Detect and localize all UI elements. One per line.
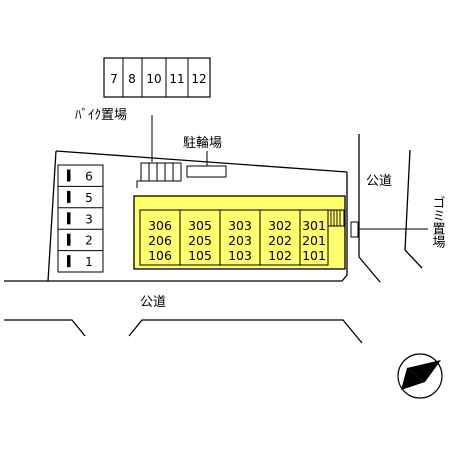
road-right — [358, 134, 423, 283]
unit-number: 305 — [188, 218, 212, 233]
building: 306 206 106 305 205 105 303 203 103 302 … — [133, 195, 346, 270]
site-boundary-bottom-right — [4, 172, 348, 282]
bike-parking-label: ﾊﾞｲｸ置場 — [75, 108, 127, 123]
bicycle-rack — [186, 165, 227, 178]
bike-rack — [140, 162, 182, 182]
bike-parking-area: 7 8 10 11 12 — [103, 57, 211, 98]
unit-number: 203 — [228, 233, 252, 248]
public-road-right-label: 公道 — [366, 174, 392, 189]
unit-number: 105 — [188, 248, 212, 263]
parking-marker — [67, 190, 71, 203]
unit-column: 302 202 102 — [259, 209, 301, 266]
unit-number: 206 — [148, 233, 172, 248]
unit-number: 303 — [228, 218, 252, 233]
unit-column: 306 206 106 — [139, 209, 181, 266]
unit-column: 301 201 101 — [299, 209, 329, 266]
garbage-bin — [350, 221, 359, 238]
unit-number: 103 — [228, 248, 252, 263]
bike-slot-label: 12 — [191, 72, 206, 86]
parking-space-number: 2 — [85, 234, 93, 248]
parking-space-number: 6 — [85, 170, 93, 184]
parking-space-number: 1 — [85, 255, 93, 269]
parking-marker — [67, 255, 71, 268]
unit-number: 101 — [302, 248, 326, 263]
site-boundary — [4, 150, 348, 282]
bike-slot-label: 10 — [146, 72, 161, 86]
bike-slot-label: 8 — [128, 72, 136, 86]
door-swing — [136, 180, 143, 188]
unit-number: 201 — [302, 233, 326, 248]
parking-space-number: 3 — [85, 212, 93, 226]
bike-parking-box — [103, 57, 211, 98]
bicycle-parking-label: 駐輪場 — [183, 135, 222, 151]
building-outline — [133, 195, 346, 270]
unit-number: 106 — [148, 248, 172, 263]
unit-number: 102 — [268, 248, 292, 263]
bike-slot-label: 11 — [169, 72, 184, 86]
parking-space-number: 5 — [85, 191, 93, 205]
bike-slot-label: 7 — [110, 72, 118, 86]
road-bottom — [4, 319, 363, 344]
unit-column: 303 203 103 — [219, 209, 261, 266]
parking-marker — [67, 212, 71, 225]
unit-number: 301 — [302, 218, 326, 233]
public-road-bottom-label: 公道 — [140, 295, 166, 310]
site-boundary-top — [55, 150, 348, 173]
parking-marker — [67, 233, 71, 246]
unit-number: 202 — [268, 233, 292, 248]
parking-area: 6 5 3 2 1 — [57, 164, 104, 273]
unit-number: 205 — [188, 233, 212, 248]
unit-number: 302 — [268, 218, 292, 233]
parking-box — [57, 164, 104, 273]
unit-number: 306 — [148, 218, 172, 233]
garbage-area-label: ゴミ置場 — [430, 196, 446, 248]
parking-marker — [67, 169, 71, 182]
compass-arrow-icon — [397, 353, 443, 399]
staircase — [327, 209, 345, 227]
unit-box — [299, 209, 329, 266]
site-boundary-left — [47, 150, 57, 282]
